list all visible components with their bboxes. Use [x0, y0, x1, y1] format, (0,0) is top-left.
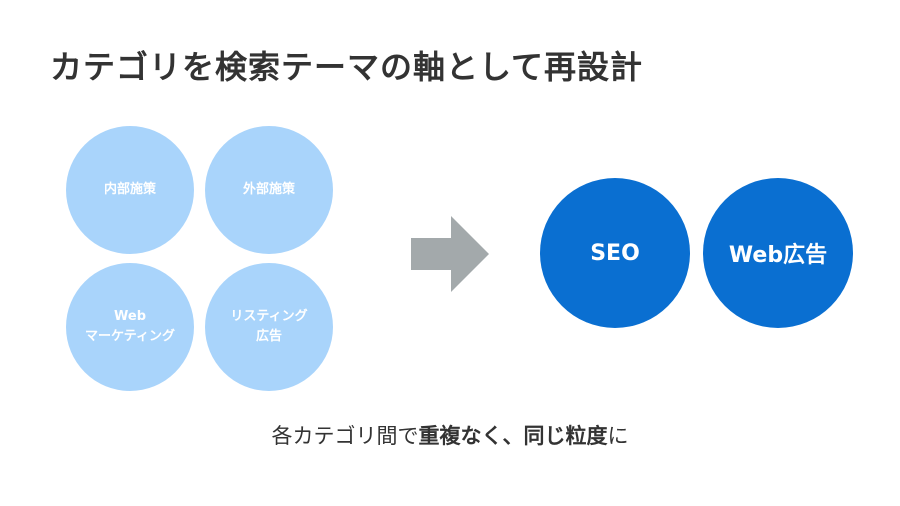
category-circle-web-marketing: Web マーケティング — [66, 263, 194, 391]
theme-circle-web-ads: Web広告 — [703, 178, 853, 328]
theme-circle-seo: SEO — [540, 178, 690, 328]
category-label: 内部施策 — [103, 182, 156, 197]
caption-part-3: に — [607, 424, 629, 448]
caption: 各カテゴリ間で重複なく、同じ粒度に — [0, 420, 900, 450]
category-label-line1: リスティング — [230, 309, 308, 324]
slide-title: カテゴリを検索テーマの軸として再設計 — [50, 48, 644, 86]
caption-part-1: 各カテゴリ間で — [271, 424, 419, 448]
theme-label: Web広告 — [728, 243, 828, 268]
right-arrow-icon — [411, 216, 489, 292]
category-circle-internal: 内部施策 — [66, 126, 194, 254]
category-label-line1: Web — [114, 309, 146, 324]
category-label-line2: 広告 — [255, 329, 282, 344]
category-label: 外部施策 — [242, 182, 295, 197]
category-label-line2: マーケティング — [85, 329, 175, 344]
category-circle-listing-ads: リスティング 広告 — [205, 263, 333, 391]
theme-label: SEO — [590, 240, 640, 266]
category-circle-external: 外部施策 — [205, 126, 333, 254]
caption-emphasis: 重複なく、同じ粒度 — [418, 424, 608, 448]
